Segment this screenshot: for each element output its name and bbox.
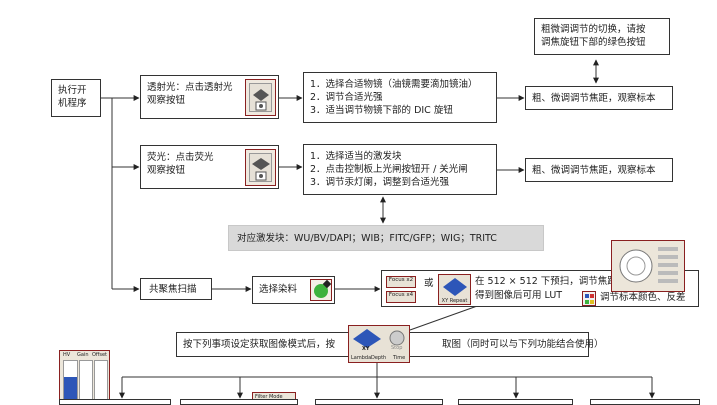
fluorescence-box: 荧光：点击荧光 观察按钮 [140,145,279,189]
focus-switch-note-line-2: 调焦旋钮下部的绿色按钮 [541,37,646,48]
brightfield-line-1: 透射光：点击透射光 [147,82,233,93]
mode-text-after: 取图（同时可以与下列功能结合使用） [442,339,604,350]
fluorescence-step-2: 2．点击控制板上光闸按钮开 / 关光闸 [310,164,468,175]
focus-switch-note-line-1: 粗微调调节的切换，请按 [541,24,646,35]
scan-settings-panel-icon [611,240,685,292]
filter-mode-label: Filter Mode [255,394,283,400]
fluorescence-result-box: 粗、微调调节焦距，观察标本 [525,158,673,182]
start-line-2: 机程序 [58,98,87,109]
brightfield-box: 透射光：点击透射光 观察按钮 [140,75,279,119]
mode-text-before: 按下列事项设定获取图像模式后，按 [183,339,336,350]
brightfield-line-2: 观察按钮 [147,95,186,106]
fluorescence-button-icon [245,149,276,186]
or-text: 或 [424,278,434,289]
depth-label: Depth [371,355,387,361]
dye-text: 选择染料 [259,284,298,295]
fluorescence-line-2: 观察按钮 [147,165,186,176]
time-label: Time [393,355,406,361]
filter-cubes-box: 对应激发块：WU/BV/DAPI；WIB；FITC/GFP；WIG；TRITC [228,225,544,251]
hv-gain-offset-sliders-icon: HV Gain Offset [59,350,110,400]
focus-x2-button: Focus x2 [386,276,416,288]
hv-label: HV [63,352,71,358]
brightfield-result-box: 粗、微调调节焦距，观察标本 [525,86,673,110]
lambda-label: Lambda [351,355,372,361]
start-box: 执行开 机程序 [51,79,101,117]
xy-repeat-label: XY Repeat [441,298,468,304]
start-line-1: 执行开 [58,85,87,96]
focus-x4-label: Focus x4 [388,292,414,298]
acquire-mode-buttons-icon: XY Stop Lambda Depth Time [348,325,410,363]
offset-label: Offset [92,352,108,358]
focus-switch-note-box: 粗微调调节的切换，请按 调焦旋钮下部的绿色按钮 [534,18,670,55]
gain-label: Gain [77,352,89,358]
brightfield-step-2: 2．调节合适光强 [310,92,383,103]
lut-icon [582,291,596,306]
xy-label: XY [362,346,370,352]
dye-box: 选择染料 [252,276,335,304]
filter-cubes-text: 对应激发块：WU/BV/DAPI；WIB；FITC/GFP；WIG；TRITC [237,233,497,244]
focus-x4-button: Focus x4 [386,291,416,303]
focus-x2-label: Focus x2 [388,277,414,283]
fluorescence-step-1: 1．选择适当的激发块 [310,151,402,162]
brightfield-steps-box: 1．选择合适物镜（油镜需要滴加镜油） 2．调节合适光强 3．适当调节物镜下部的 … [303,72,497,123]
fluorescence-steps-box: 1．选择适当的激发块 2．点击控制板上光闸按钮开 / 关光闸 3．调节汞灯阑，调… [303,144,497,195]
link-preview-mode [409,304,481,331]
fluorescence-result-text: 粗、微调调节焦距，观察标本 [532,165,656,176]
preview-tail-text: 调节标本颜色、反差 [600,292,686,303]
preview-line-2: 得到图像后可用 LUT [475,290,563,301]
confocal-box: 共聚焦扫描 [140,278,212,300]
brightfield-step-3: 3．适当调节物镜下部的 DIC 旋钮 [310,105,453,116]
brightfield-step-1: 1．选择合适物镜（油镜需要滴加镜油） [310,79,478,90]
brightfield-result-text: 粗、微调调节焦距，观察标本 [532,93,656,104]
preview-line-1: 在 512 × 512 下预扫，调节焦距、zoom、角度 [475,276,681,287]
fluorescence-line-1: 荧光：点击荧光 [147,152,214,163]
dye-green-icon [310,279,332,301]
brightfield-button-icon [245,79,276,116]
stop-label: Stop [391,345,403,351]
xy-repeat-icon: XY Repeat [438,274,471,305]
confocal-text: 共聚焦扫描 [149,284,197,295]
fluorescence-step-3: 3．调节汞灯阑，调整到合适光强 [310,177,450,188]
